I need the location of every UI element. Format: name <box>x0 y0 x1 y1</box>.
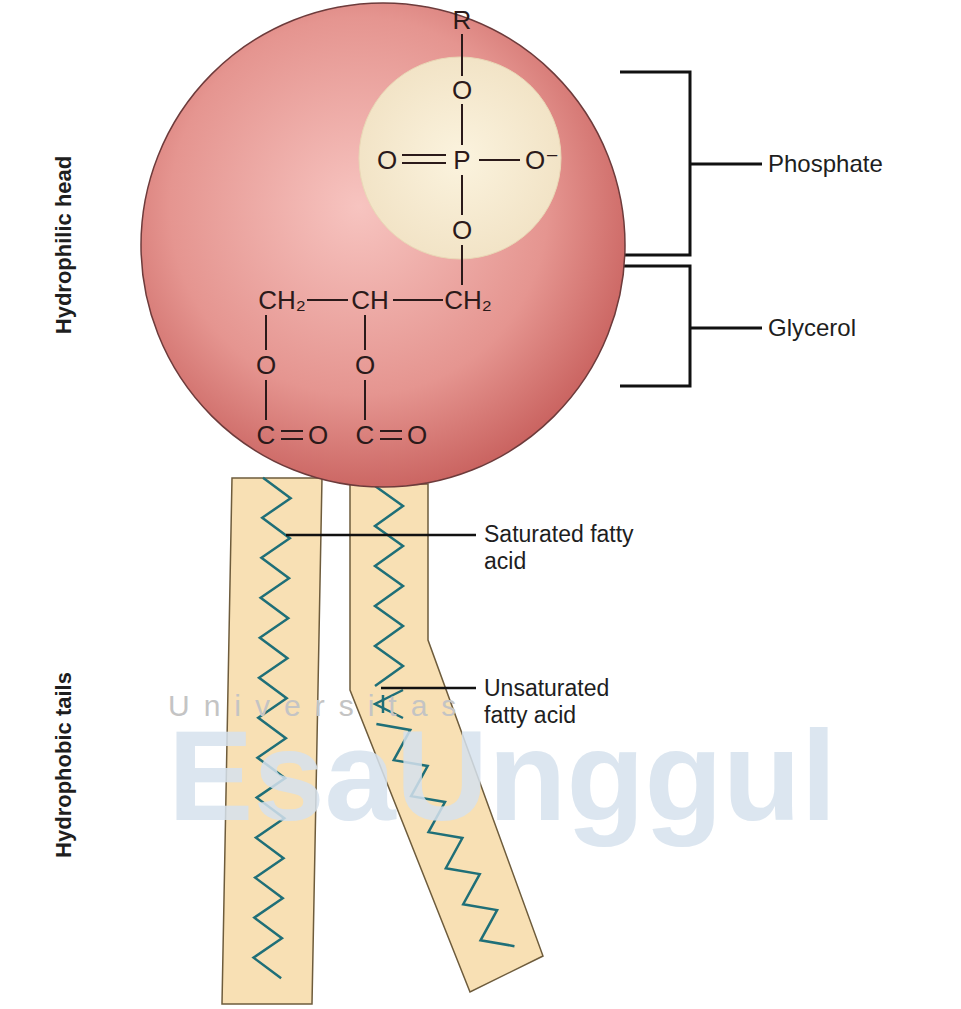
brackets <box>618 72 762 386</box>
part-label: Glycerol <box>768 314 856 342</box>
atom-symbol: O <box>407 422 427 448</box>
hydrophilic-head-circle <box>141 3 625 487</box>
part-label: Phosphate <box>768 150 883 178</box>
atom-symbol: O <box>256 352 276 378</box>
part-label: Saturated fatty acid <box>484 521 634 575</box>
atom-symbol: O⁻ <box>525 147 559 173</box>
axis-label: Hydrophobic tails <box>51 672 77 858</box>
atom-symbol: O <box>308 422 328 448</box>
hydrophilic-head: O O P O⁻ O R CH₂ CH CH₂ O O C O C O <box>140 2 626 488</box>
atom-symbol: CH₂ <box>444 287 492 313</box>
atom-symbol: O <box>355 352 375 378</box>
atom-symbol: O <box>452 77 472 103</box>
atom-symbol: R <box>453 7 472 33</box>
carbon-chain <box>375 486 403 686</box>
atom-symbol: C <box>356 422 375 448</box>
phosphate-group-circle <box>359 57 561 259</box>
atom-symbol: O <box>377 147 397 173</box>
leader-lines <box>286 535 476 688</box>
atom-symbol: CH₂ <box>258 287 306 313</box>
atom-symbol: C <box>257 422 276 448</box>
watermark: EsaUnggul <box>168 712 837 840</box>
phosphate-group: O O P O⁻ O <box>358 56 562 260</box>
atom-symbol: O <box>452 217 472 243</box>
hydrophilic-head-outline <box>140 2 626 488</box>
atom-symbol: CH <box>351 287 389 313</box>
atom-symbol: P <box>453 147 470 173</box>
axis-label: Hydrophilic head <box>51 156 77 334</box>
